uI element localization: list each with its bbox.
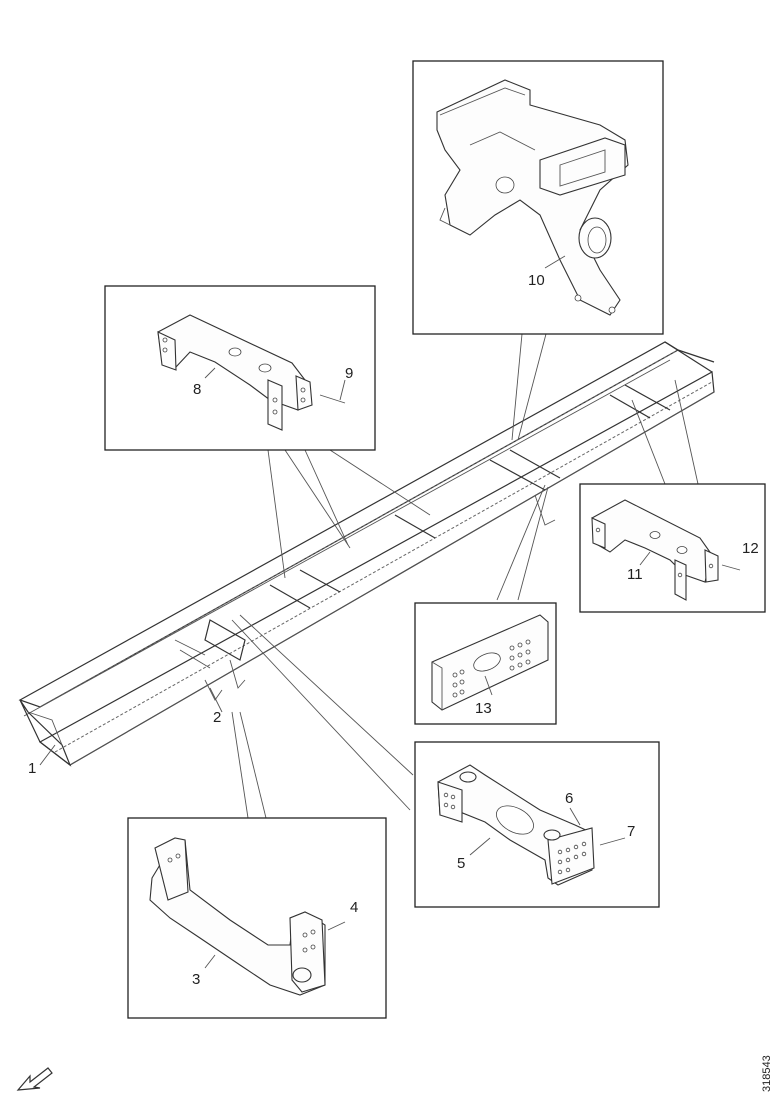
callout-9: 9 <box>345 365 353 382</box>
frame-callouts: 1 2 <box>28 687 223 777</box>
crossmember-hole-pattern <box>443 792 587 875</box>
plate-hole-pattern <box>452 639 531 698</box>
callout-5: 5 <box>457 855 465 872</box>
callout-13: 13 <box>475 700 492 717</box>
callout-8: 8 <box>193 381 201 398</box>
callout-7: 7 <box>627 823 635 840</box>
detail-box-crossmember-5: 5 6 7 <box>414 741 660 908</box>
callout-12: 12 <box>742 540 759 557</box>
callout-3: 3 <box>192 971 200 988</box>
chassis-frame <box>18 341 715 767</box>
leader-lines <box>231 333 699 819</box>
callout-2: 2 <box>213 709 221 726</box>
callout-11: 11 <box>627 566 643 583</box>
detail-box-crossmember-11: 11 12 <box>579 483 766 613</box>
callout-6: 6 <box>565 790 573 807</box>
detail-box-plate-13: 13 <box>414 602 557 725</box>
detail-box-crossmember-8: 8 9 <box>104 285 376 451</box>
detail-box-crossmember-3: 3 4 <box>127 817 387 1019</box>
callout-4: 4 <box>350 899 358 916</box>
detail-box-bracket-10: 10 <box>412 60 664 335</box>
callout-10: 10 <box>528 272 545 289</box>
direction-arrow-icon <box>16 1067 53 1091</box>
callout-1: 1 <box>28 760 36 777</box>
reference-number: 318543 <box>761 1055 773 1092</box>
